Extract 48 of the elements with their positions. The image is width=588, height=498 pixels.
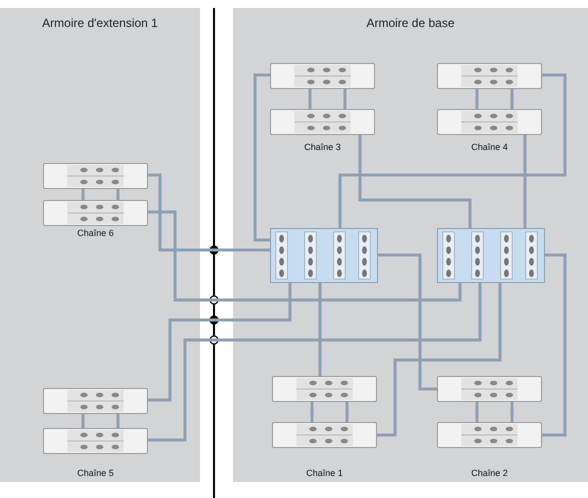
disk-shelf [437,422,542,448]
disk-shelf [270,63,375,89]
disk-shelf [43,200,148,226]
cable [476,89,478,109]
chain-label: Chaîne 1 [305,468,344,478]
disk-shelf [270,109,375,135]
disk-shelf [437,376,542,402]
disk-shelf [43,388,148,414]
cabinet-panel [233,8,588,482]
cable [476,402,478,422]
disk-shelf [272,422,377,448]
cable [310,402,314,422]
disk-shelf [43,163,148,189]
cabinet-panel [0,8,200,482]
cabinet-title: Armoire d'extension 1 [42,16,158,30]
cable [542,254,566,436]
cable [308,89,312,109]
controller-unit [437,228,545,283]
cable [318,283,322,376]
cable [148,283,292,402]
cable [346,402,348,422]
cable [148,174,270,252]
cable [116,414,120,428]
cable [116,189,120,200]
disk-shelf [437,63,542,89]
chain-label: Chaîne 4 [470,142,509,152]
chain-label: Chaîne 3 [303,142,342,152]
cable [148,210,462,302]
cable [510,89,514,109]
disk-shelf [272,376,377,402]
cable [82,414,84,428]
cable [358,135,472,228]
cable [338,74,566,228]
cable [377,283,502,436]
chain-label: Chaîne 2 [470,468,509,478]
disk-shelf [43,428,148,454]
cable [378,254,437,390]
cable [254,74,270,242]
chain-label: Chaîne 5 [76,468,115,478]
cable [510,402,514,422]
cable [82,189,84,200]
cable [524,135,526,228]
chain-label: Chaîne 6 [76,228,115,238]
cabinet-title: Armoire de base [366,16,455,30]
cable [148,283,482,442]
controller-unit [270,228,378,283]
disk-shelf [437,109,542,135]
cable [344,89,346,109]
